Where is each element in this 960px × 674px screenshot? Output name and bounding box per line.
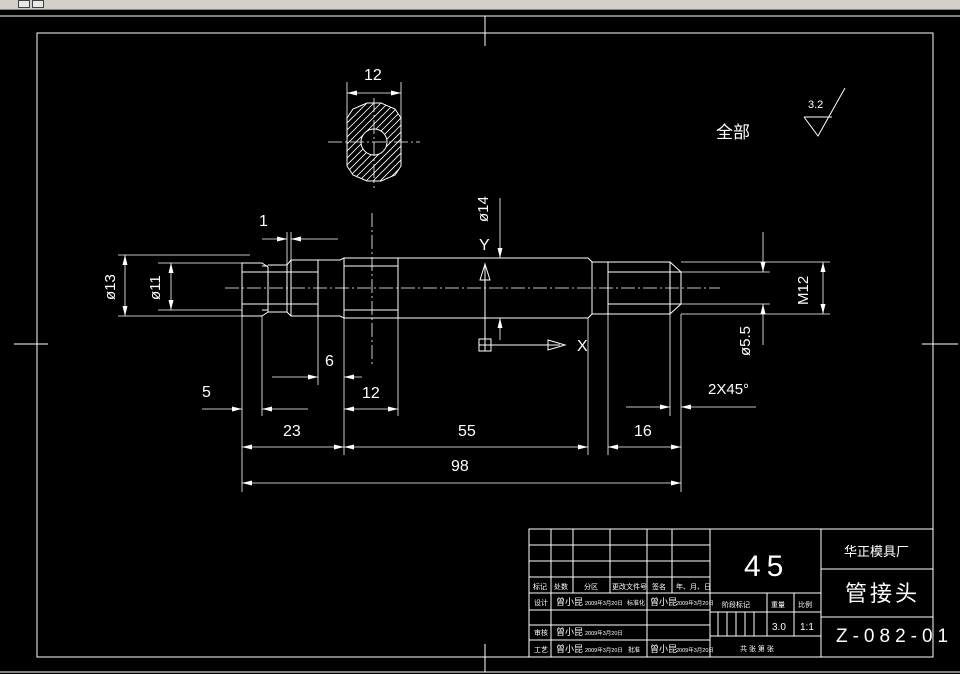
dim-dia-5-5: ø5.5 (737, 326, 754, 356)
dim-len-16: 16 (634, 423, 652, 440)
row-design-date2: 2009年3月20日 (676, 599, 714, 607)
toolbar-strip (0, 0, 960, 10)
dim-len-6: 6 (325, 353, 334, 370)
row-process-date2: 2009年3月20日 (676, 646, 714, 654)
row-design-label: 设计 (534, 598, 548, 607)
dim-dia-13: ø13 (102, 274, 119, 300)
row-process-name2: 曾小昆 (650, 643, 677, 654)
header-label: 处数 (554, 582, 568, 591)
surface-roughness-symbol: 3.2 (803, 87, 846, 137)
dim-groove-width: 1 (259, 213, 268, 230)
sheet-info: 共 张 第 张 (740, 644, 774, 653)
hatch-line (441, 100, 531, 190)
hatch-line (347, 103, 385, 181)
hatch-line (413, 100, 503, 190)
row-process-date: 2009年3月20日 (585, 646, 623, 654)
hatch-line (406, 100, 496, 190)
weight-label: 重量 (771, 601, 785, 609)
ucs-icon: Y X (478, 237, 588, 355)
row-design-std: 标准化 (627, 599, 645, 607)
ucs-x-label: X (577, 338, 588, 355)
hatch-line (347, 103, 371, 181)
header-label: 签名 (652, 582, 666, 591)
dim-groove: 1 (259, 213, 338, 265)
hatch-line (377, 103, 401, 181)
title-block (528, 528, 934, 658)
hatch-line (347, 103, 392, 181)
header-label: 标记 (533, 582, 547, 591)
row-process-label: 工艺 (534, 646, 548, 654)
part-name: 管接头 (845, 581, 920, 606)
hatch-line (455, 100, 545, 190)
dim-len-23: 23 (283, 423, 301, 440)
header-label: 更改文件号 (612, 582, 647, 591)
dim-dia14-group: ø14 (475, 196, 503, 340)
hatch-line (398, 103, 401, 181)
row-design-date: 2009年3月20日 (585, 599, 623, 607)
row-check-date: 2009年3月20日 (585, 629, 623, 637)
hatch-line (427, 100, 517, 190)
row-check-name: 曾小昆 (556, 626, 583, 637)
dim-len-5: 5 (202, 384, 211, 401)
part-main-view (225, 213, 720, 366)
hatch-line (434, 100, 524, 190)
header-label: 年、月、日 (676, 582, 711, 591)
row-process-name: 曾小昆 (556, 643, 583, 654)
header-label: 分区 (584, 582, 598, 591)
title-block-rows: 设计 曾小昆 2009年3月20日 标准化 曾小昆 2009年3月20日 审核 … (534, 596, 814, 654)
cross-section-view: 12 (328, 67, 566, 190)
toolbar-tab[interactable] (18, 0, 30, 8)
row-design-name2: 曾小昆 (650, 596, 677, 607)
material-label: 45 (744, 550, 789, 583)
ucs-y-label: Y (479, 237, 490, 254)
dims-small-horizontal: 6 12 5 2X45° (202, 314, 756, 492)
hatch-line (370, 103, 401, 181)
dim-len-55: 55 (458, 423, 476, 440)
hatch-line (349, 103, 401, 181)
scale-label: 比例 (798, 600, 812, 609)
hatch-line (462, 100, 552, 190)
dims-left: ø13 ø11 (102, 254, 250, 317)
hatch-line (448, 100, 538, 190)
dims-right: M12 ø5.5 (681, 232, 830, 356)
drawing-number: Z-082-01 (836, 626, 953, 647)
dim-dia-11: ø11 (147, 275, 164, 300)
stage-label: 阶段标记 (722, 600, 750, 609)
roughness-value: 3.2 (808, 99, 823, 111)
row-check-label: 审核 (534, 628, 548, 637)
scale-value: 1:1 (800, 622, 814, 633)
hatch-line (420, 100, 510, 190)
dim-len-98: 98 (451, 458, 469, 475)
hatch-line (347, 103, 399, 181)
dim-thread: M12 (795, 276, 812, 305)
dim-dia-14: ø14 (475, 196, 492, 222)
hatch-line (391, 103, 401, 181)
row-process-approve: 批准 (628, 646, 640, 654)
dim-len-12: 12 (362, 385, 380, 402)
hatch-line (356, 103, 401, 181)
company-name: 华正模具厂 (844, 544, 909, 559)
dim-section-width: 12 (364, 67, 382, 84)
hatch-line (363, 103, 401, 181)
row-design-name: 曾小昆 (556, 596, 583, 607)
title-block-header-labels: 标记 处数 分区 更改文件号 签名 年、月、日 (533, 582, 711, 591)
dim-chamfer: 2X45° (708, 381, 749, 398)
weight-value: 3.0 (772, 622, 786, 633)
dims-overall: 23 55 16 98 (242, 314, 681, 486)
hatch-line (347, 103, 401, 181)
toolbar-tab[interactable] (32, 0, 44, 8)
hatch-line (347, 103, 378, 181)
roughness-note: 全部 (716, 123, 750, 142)
hatch-line (347, 103, 401, 181)
hatch-line (469, 100, 559, 190)
hatch-line (476, 100, 566, 190)
cad-drawing-canvas[interactable]: 12 3.2 全部 (0, 10, 960, 674)
